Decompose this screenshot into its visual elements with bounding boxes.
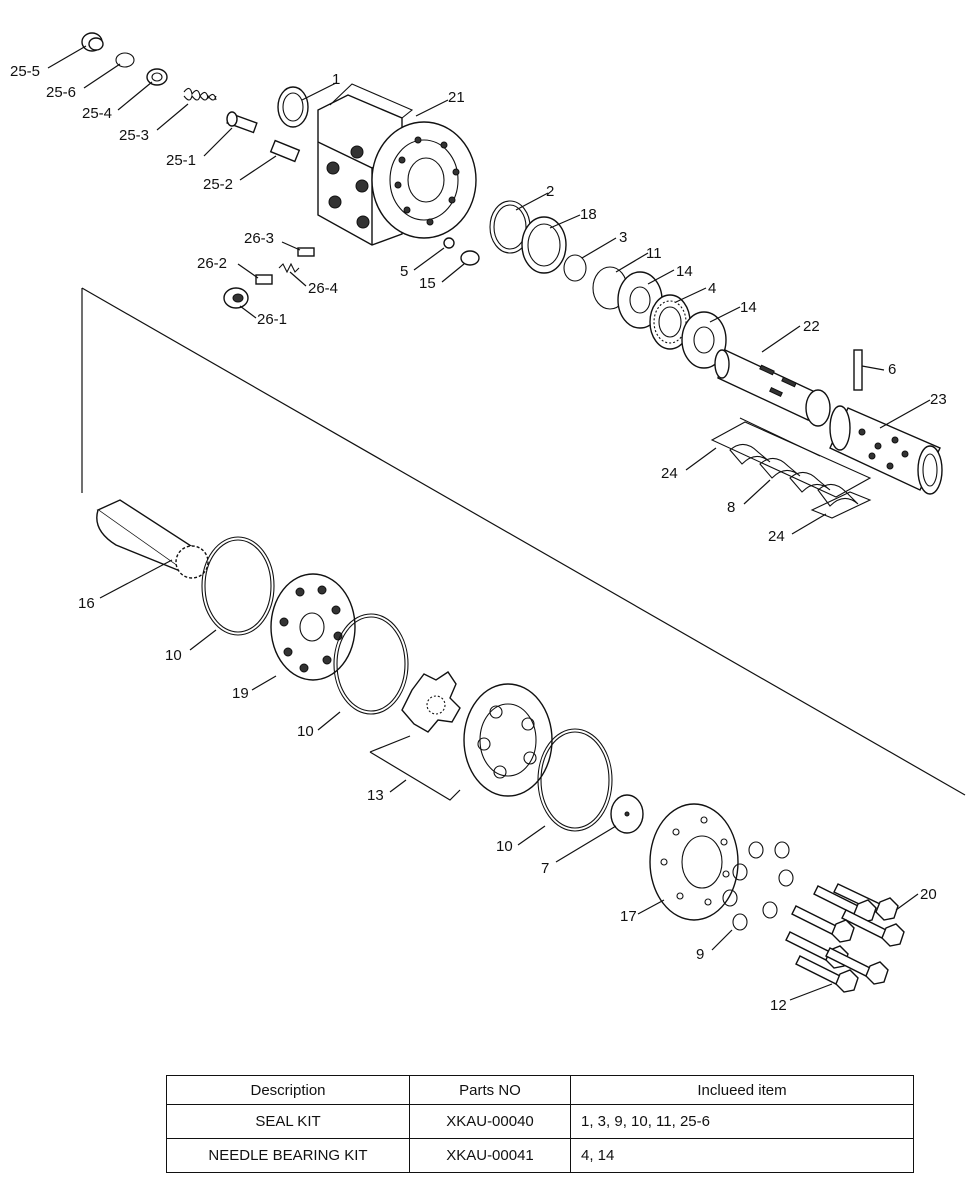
callout-10-a: 10 bbox=[165, 647, 182, 664]
part-10-oring-c bbox=[537, 728, 613, 832]
callout-22: 22 bbox=[803, 318, 820, 335]
part-17-end-cap bbox=[649, 803, 739, 921]
part-6-pin bbox=[853, 349, 863, 391]
callout-17: 17 bbox=[620, 908, 637, 925]
callout-9: 9 bbox=[696, 946, 704, 963]
callout-8: 8 bbox=[727, 499, 735, 516]
callout-18: 18 bbox=[580, 206, 597, 223]
part-15-plug bbox=[460, 250, 480, 266]
table-row: SEAL KIT XKAU-00040 1, 3, 9, 10, 11, 25-… bbox=[166, 1104, 914, 1139]
callout-26-4: 26-4 bbox=[308, 280, 338, 297]
table-row: NEEDLE BEARING KIT XKAU-00041 4, 14 bbox=[166, 1138, 914, 1173]
header-parts-no: Parts NO bbox=[409, 1075, 571, 1105]
part-22-spool bbox=[714, 349, 831, 427]
part-8-springs bbox=[729, 443, 859, 507]
callout-6: 6 bbox=[888, 361, 896, 378]
callout-7: 7 bbox=[541, 860, 549, 877]
callout-23: 23 bbox=[930, 391, 947, 408]
part-25-4-nut bbox=[146, 68, 168, 86]
kit-table: Description Parts NO Inclueed item SEAL … bbox=[166, 1075, 914, 1173]
part-1-seal bbox=[277, 86, 309, 128]
callout-3: 3 bbox=[619, 229, 627, 246]
callout-26-3: 26-3 bbox=[244, 230, 274, 247]
cell-included-item: 1, 3, 9, 10, 11, 25-6 bbox=[570, 1104, 914, 1139]
part-3-oring bbox=[563, 254, 587, 282]
callout-15: 15 bbox=[419, 275, 436, 292]
callout-2: 2 bbox=[546, 183, 554, 200]
part-25-5-plug bbox=[81, 32, 104, 52]
cell-description: NEEDLE BEARING KIT bbox=[166, 1138, 410, 1173]
part-10-oring-a bbox=[201, 536, 275, 636]
header-description: Description bbox=[166, 1075, 410, 1105]
part-12-bolts bbox=[785, 905, 889, 993]
part-14-washer-b bbox=[681, 311, 727, 369]
part-26-2-plug bbox=[255, 274, 273, 285]
part-25-6-oring bbox=[115, 52, 135, 68]
callout-10-b: 10 bbox=[297, 723, 314, 740]
callout-26-1: 26-1 bbox=[257, 311, 287, 328]
callout-14-lower: 14 bbox=[740, 299, 757, 316]
part-9-washers bbox=[722, 841, 794, 931]
callout-5: 5 bbox=[400, 263, 408, 280]
callout-16: 16 bbox=[78, 595, 95, 612]
callout-25-5: 25-5 bbox=[10, 63, 40, 80]
part-13-gerotor bbox=[369, 671, 553, 801]
part-25-1-poppet bbox=[226, 111, 258, 134]
part-24-plates-b bbox=[810, 491, 872, 519]
part-26-4-spring bbox=[278, 262, 300, 274]
callout-4: 4 bbox=[708, 280, 716, 297]
cell-parts-no: XKAU-00040 bbox=[409, 1104, 571, 1139]
callout-10-c: 10 bbox=[496, 838, 513, 855]
part-25-2-seat bbox=[269, 139, 301, 163]
part-16-drive-shaft bbox=[96, 499, 209, 579]
exploded-parts-diagram: 1 21 25-5 25-6 25-4 25-3 25-1 25-2 2 18 … bbox=[10, 32, 966, 1014]
callout-25-1: 25-1 bbox=[166, 152, 196, 169]
header-included-item: Inclueed item bbox=[570, 1075, 914, 1105]
callout-25-2: 25-2 bbox=[203, 176, 233, 193]
cell-included-item: 4, 14 bbox=[570, 1138, 914, 1173]
part-21-housing bbox=[317, 83, 477, 246]
callout-25-3: 25-3 bbox=[119, 127, 149, 144]
part-18-seal bbox=[521, 216, 567, 274]
callout-24-lower: 24 bbox=[768, 528, 785, 545]
callout-21: 21 bbox=[448, 89, 465, 106]
callout-20: 20 bbox=[920, 886, 937, 903]
part-5-ball bbox=[443, 237, 455, 249]
callout-12: 12 bbox=[770, 997, 787, 1014]
callout-11: 11 bbox=[646, 245, 662, 262]
part-26-3-pin bbox=[297, 247, 315, 257]
callout-labels: 1 21 25-5 25-6 25-4 25-3 25-1 25-2 2 18 … bbox=[10, 63, 947, 1014]
part-24-plates-a bbox=[710, 417, 872, 498]
callout-19: 19 bbox=[232, 685, 249, 702]
callout-13: 13 bbox=[367, 787, 384, 804]
callout-26-2: 26-2 bbox=[197, 255, 227, 272]
part-7-washer bbox=[610, 794, 644, 834]
part-26-1-plug bbox=[223, 287, 249, 309]
part-19-plate bbox=[270, 573, 356, 681]
callout-25-4: 25-4 bbox=[82, 105, 112, 122]
leader-lines bbox=[47, 45, 931, 1001]
part-25-3-spring bbox=[183, 87, 217, 101]
callout-1: 1 bbox=[332, 71, 340, 88]
kit-table-header-row: Description Parts NO Inclueed item bbox=[166, 1075, 914, 1105]
part-10-oring-b bbox=[333, 613, 409, 715]
callout-25-6: 25-6 bbox=[46, 84, 76, 101]
part-20-bolts bbox=[813, 883, 905, 947]
part-4-needle-bearing bbox=[649, 294, 691, 350]
callout-14-upper: 14 bbox=[676, 263, 693, 280]
assembly-outline bbox=[81, 287, 966, 796]
part-23-sleeve bbox=[829, 405, 943, 495]
cell-parts-no: XKAU-00041 bbox=[409, 1138, 571, 1173]
cell-description: SEAL KIT bbox=[166, 1104, 410, 1139]
callout-24-upper: 24 bbox=[661, 465, 678, 482]
